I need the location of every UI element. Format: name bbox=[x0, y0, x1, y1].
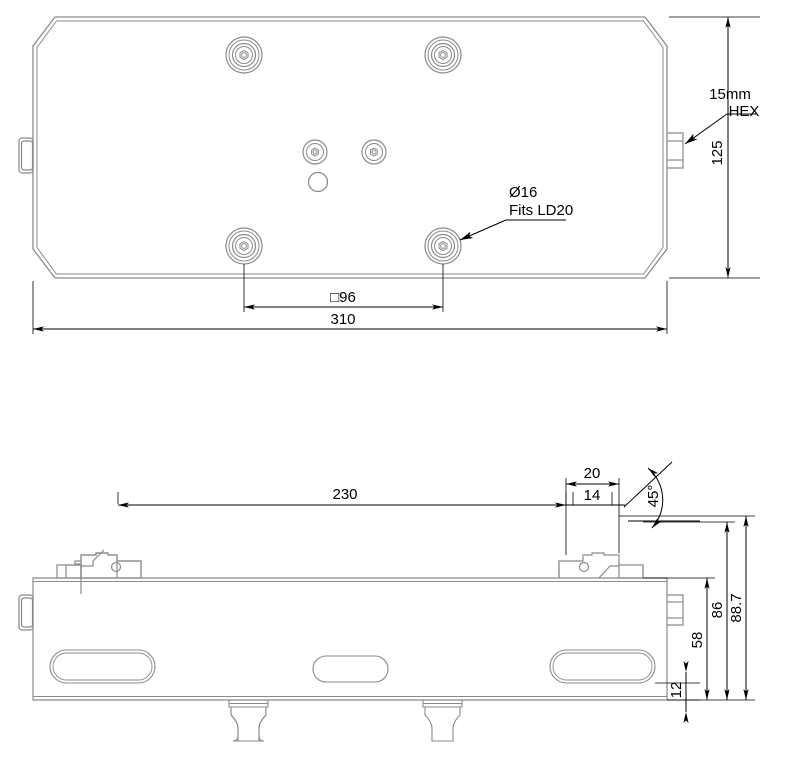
dim-45deg bbox=[623, 461, 700, 529]
side-view: 230 20 14 45° 12 bbox=[18, 461, 755, 742]
slot-right bbox=[549, 649, 656, 684]
foot-right bbox=[422, 699, 463, 742]
dim-58 bbox=[643, 577, 715, 700]
bolt-boss-bottom-right bbox=[424, 227, 462, 265]
dim-58-label: 58 bbox=[689, 632, 706, 649]
hole-fits-label: Fits LD20 bbox=[509, 202, 573, 219]
bolt-boss-bottom-left bbox=[225, 227, 263, 265]
dim-14-label: 14 bbox=[584, 487, 601, 504]
dim-width-125 bbox=[669, 16, 760, 279]
hole-diameter-label: Ø16 bbox=[509, 184, 537, 201]
dim-230-label: 230 bbox=[332, 486, 357, 503]
dim-14 bbox=[560, 492, 625, 506]
plate-outline bbox=[32, 16, 668, 279]
left-edge-tab bbox=[18, 137, 34, 174]
dim-20 bbox=[565, 478, 620, 553]
side-left-tab bbox=[18, 594, 34, 631]
dim-88-7 bbox=[619, 515, 755, 701]
dim-86-label: 86 bbox=[709, 602, 726, 619]
dim-12-label: 12 bbox=[668, 682, 685, 699]
hex-fitting bbox=[667, 132, 684, 169]
center-boss-left bbox=[302, 139, 328, 165]
side-hex-fitting bbox=[667, 594, 684, 626]
dim-45deg-label: 45° bbox=[645, 485, 662, 508]
center-boss-right bbox=[361, 139, 387, 165]
bracket-right bbox=[558, 552, 644, 579]
slot-center bbox=[312, 655, 389, 683]
hex-size-label: 15mm bbox=[709, 86, 751, 103]
dim-bolt-pattern-label: □96 bbox=[330, 289, 356, 306]
hex-callout-leader bbox=[684, 113, 756, 145]
foot-left bbox=[228, 699, 269, 742]
dim-88-7-label: 88.7 bbox=[728, 593, 745, 622]
dim-86 bbox=[643, 521, 735, 700]
bolt-boss-top-left bbox=[225, 36, 263, 74]
dim-overall-length bbox=[32, 281, 668, 334]
dim-20-label: 20 bbox=[584, 465, 601, 482]
bracket-left bbox=[56, 549, 142, 594]
dim-overall-length-label: 310 bbox=[330, 311, 355, 328]
hex-label: HEX bbox=[729, 103, 760, 120]
center-plain-hole bbox=[307, 171, 329, 193]
hole-callout-leader bbox=[459, 219, 566, 241]
dim-width-125-label: 125 bbox=[709, 140, 726, 165]
bolt-boss-top-right bbox=[424, 36, 462, 74]
slot-left bbox=[49, 649, 156, 684]
dim-bolt-pattern bbox=[243, 264, 444, 312]
top-view: 15mm HEX Ø16 Fits LD20 □96 310 125 bbox=[18, 16, 760, 334]
